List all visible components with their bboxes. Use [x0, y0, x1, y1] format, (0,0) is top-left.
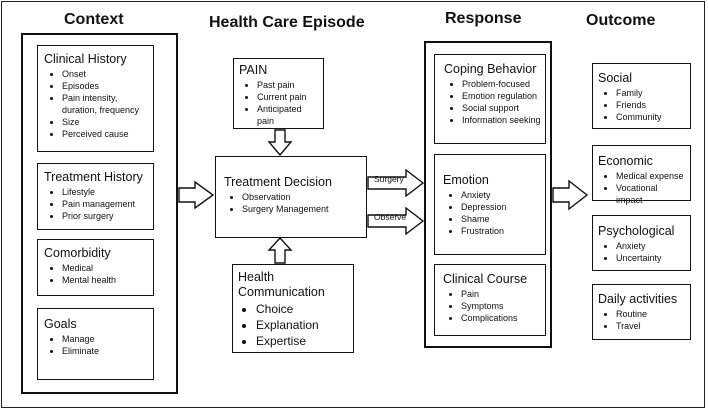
list-item: Lifestyle	[62, 186, 149, 198]
surgery-arrow-label: Surgery	[374, 174, 404, 184]
list-item: Anticipated pain	[257, 103, 319, 127]
list-item: Shame	[461, 213, 541, 225]
header-outcome: Outcome	[586, 12, 656, 29]
list-item: Problem-focused	[462, 78, 541, 90]
emotion-title: Emotion	[443, 173, 489, 187]
psychological-box: Psychological Anxiety Uncertainty	[592, 215, 691, 271]
list-item: Manage	[62, 333, 149, 345]
comorbidity-title: Comorbidity	[44, 246, 111, 260]
goals-box: Goals Manage Eliminate	[37, 308, 154, 380]
header-response: Response	[445, 10, 522, 27]
comorbidity-box: Comorbidity Medical Mental health	[37, 239, 154, 296]
economic-title: Economic	[598, 154, 653, 168]
treatment-history-list: Lifestyle Pain management Prior surgery	[44, 186, 149, 222]
psychological-list: Anxiety Uncertainty	[598, 240, 686, 264]
social-title: Social	[598, 71, 633, 85]
pain-title: PAIN	[239, 63, 268, 77]
list-item: Travel	[616, 320, 686, 332]
coping-behavior-box: Coping Behavior Problem-focused Emotion …	[434, 54, 546, 144]
list-item: Pain intensity, duration, frequency	[62, 92, 149, 116]
clinical-course-box: Clinical Course Pain Symptoms Complicati…	[434, 264, 546, 336]
daily-activities-list: Routine Travel	[598, 308, 686, 332]
response-to-outcome-arrow	[552, 179, 589, 211]
clinical-history-list: Onset Episodes Pain intensity, duration,…	[44, 68, 149, 140]
list-item: Episodes	[62, 80, 149, 92]
clinical-history-box: Clinical History Onset Episodes Pain int…	[37, 45, 154, 152]
list-item: Anxiety	[461, 189, 541, 201]
list-item: Pain management	[62, 198, 149, 210]
list-item: Social support	[462, 102, 541, 114]
economic-list: Medical expense Vocational impact	[598, 170, 686, 206]
health-communication-box: Health Communication Choice Explanation …	[232, 264, 354, 353]
list-item: Symptoms	[461, 300, 541, 312]
header-context: Context	[64, 11, 124, 28]
emotion-list: Anxiety Depression Shame Frustration	[443, 189, 541, 237]
list-item: Perceived cause	[62, 128, 149, 140]
daily-activities-title: Daily activities	[598, 292, 678, 306]
list-item: Frustration	[461, 225, 541, 237]
health-communication-title: Health Communication	[238, 270, 325, 299]
clinical-course-list: Pain Symptoms Complications	[443, 288, 541, 324]
social-list: Family Friends Community	[598, 87, 686, 123]
list-item: Family	[616, 87, 686, 99]
emotion-box: Emotion Anxiety Depression Shame Frustra…	[434, 154, 546, 255]
list-item: Choice	[256, 301, 349, 317]
list-item: Medical expense	[616, 170, 686, 182]
treatment-history-box: Treatment History Lifestyle Pain managem…	[37, 163, 154, 230]
list-item: Surgery Management	[242, 203, 362, 215]
pain-box: PAIN Past pain Current pain Anticipated …	[233, 58, 324, 129]
list-item: Size	[62, 116, 149, 128]
context-to-episode-arrow	[178, 180, 215, 210]
social-box: Social Family Friends Community	[592, 63, 691, 129]
list-item: Onset	[62, 68, 149, 80]
treatment-history-title: Treatment History	[44, 170, 143, 184]
list-item: Emotion regulation	[462, 90, 541, 102]
list-item: Complications	[461, 312, 541, 324]
coping-behavior-list: Problem-focused Emotion regulation Socia…	[444, 78, 541, 126]
list-item: Friends	[616, 99, 686, 111]
list-item: Current pain	[257, 91, 319, 103]
list-item: Medical	[62, 262, 149, 274]
list-item: Explanation	[256, 317, 349, 333]
list-item: Community	[616, 111, 686, 123]
daily-activities-box: Daily activities Routine Travel	[592, 284, 691, 340]
list-item: Anxiety	[616, 240, 686, 252]
list-item: Eliminate	[62, 345, 149, 357]
treatment-decision-title: Treatment Decision	[224, 175, 332, 189]
psychological-title: Psychological	[598, 224, 675, 238]
treatment-decision-box: Treatment Decision Observation Surgery M…	[215, 156, 367, 238]
economic-box: Economic Medical expense Vocational impa…	[592, 145, 691, 205]
list-item: Depression	[461, 201, 541, 213]
comorbidity-list: Medical Mental health	[44, 262, 149, 286]
goals-list: Manage Eliminate	[44, 333, 149, 357]
surgery-arrow	[367, 168, 425, 198]
clinical-course-title: Clinical Course	[443, 272, 528, 286]
pain-to-decision-arrow	[267, 129, 293, 157]
list-item: Observation	[242, 191, 362, 203]
list-item: Uncertainty	[616, 252, 686, 264]
list-item: Information seeking	[462, 114, 541, 126]
list-item: Prior surgery	[62, 210, 149, 222]
list-item: Vocational impact	[616, 182, 686, 206]
list-item: Pain	[461, 288, 541, 300]
list-item: Routine	[616, 308, 686, 320]
list-item: Mental health	[62, 274, 149, 286]
list-item: Past pain	[257, 79, 319, 91]
header-health-care-episode: Health Care Episode	[209, 14, 365, 31]
goals-title: Goals	[44, 317, 77, 331]
observe-arrow	[367, 206, 425, 236]
treatment-decision-list: Observation Surgery Management	[224, 191, 362, 215]
list-item: Expertise	[256, 333, 349, 349]
communication-to-decision-arrow	[267, 236, 293, 264]
coping-behavior-title: Coping Behavior	[444, 62, 537, 76]
clinical-history-title: Clinical History	[44, 52, 127, 66]
pain-list: Past pain Current pain Anticipated pain	[239, 79, 319, 127]
health-communication-list: Choice Explanation Expertise	[238, 301, 349, 349]
observe-arrow-label: Observe	[374, 212, 407, 222]
